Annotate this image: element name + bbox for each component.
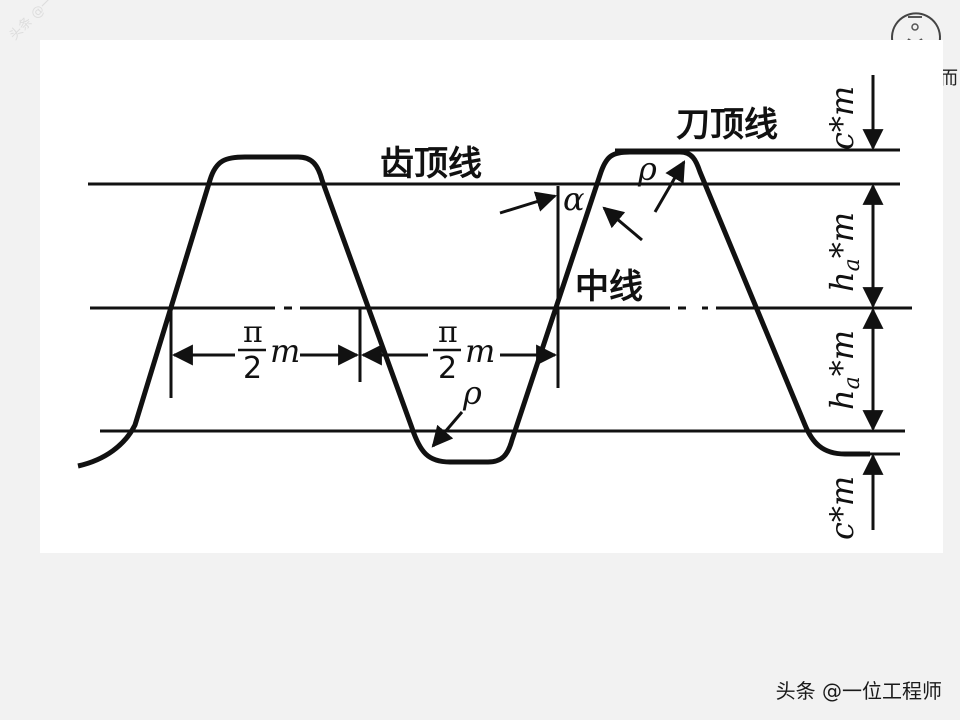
- alpha-arrow-left: [499, 191, 558, 215]
- rho-arrow-top: [653, 160, 686, 213]
- svg-text:2: 2: [438, 351, 457, 386]
- addendum-label-upper: ha*m: [823, 212, 865, 292]
- root-fillet-radius-symbol: ρ: [462, 374, 482, 412]
- addendum-label-lower: ha*m: [823, 330, 865, 410]
- tip-fillet-radius-symbol: ρ: [637, 150, 657, 188]
- svg-text:π: π: [243, 315, 263, 350]
- alpha-arrow-right: [602, 206, 643, 242]
- svg-text:m: m: [465, 332, 495, 370]
- middle-line-label: 中线: [575, 267, 643, 307]
- pressure-angle-symbol: α: [563, 180, 585, 218]
- tooth-profile-curve: [77, 149, 870, 469]
- svg-text:π: π: [438, 315, 458, 350]
- slide-panel: 齿顶线 刀顶线 中线 α ρ ρ π 2 m π 2 m c*m ha*m ha…: [40, 40, 943, 553]
- cutter-tip-line-label: 刀顶线: [676, 105, 778, 145]
- half-pitch-label-left: π 2 m: [238, 315, 300, 386]
- bottom-clearance-label: c*m: [823, 476, 861, 540]
- svg-text:m: m: [270, 332, 300, 370]
- svg-text:2: 2: [243, 351, 262, 386]
- corner-text-fragment: 而: [940, 68, 958, 89]
- top-clearance-label: c*m: [823, 86, 861, 150]
- rho-arrow-bottom: [431, 411, 464, 448]
- source-watermark: 头条 @一位工程师: [775, 679, 942, 703]
- tooth-tip-line-label: 齿顶线: [380, 144, 482, 184]
- faint-watermark: 头条 @一位工程师: [4, 0, 131, 43]
- rack-tooth-profile-diagram: 齿顶线 刀顶线 中线 α ρ ρ π 2 m π 2 m c*m ha*m ha…: [77, 75, 912, 540]
- half-pitch-label-right: π 2 m: [433, 315, 495, 386]
